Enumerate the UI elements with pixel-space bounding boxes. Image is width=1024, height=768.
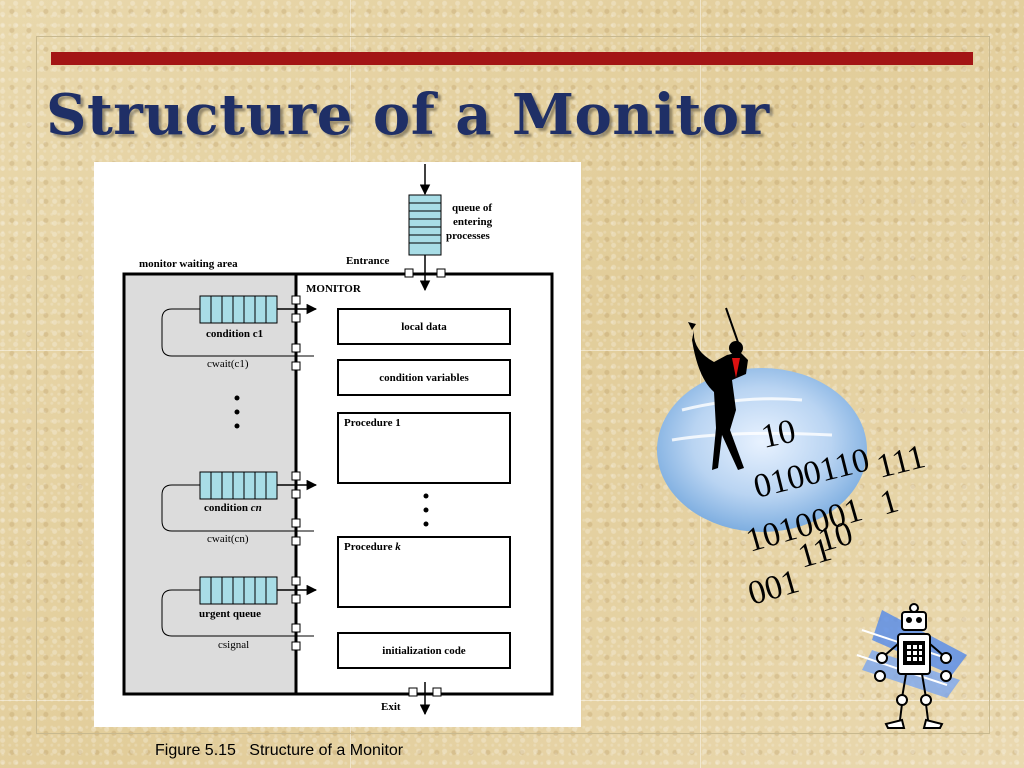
queue-entering-line2: entering: [453, 216, 493, 228]
robot-figure: [874, 603, 952, 729]
slide-frame: [36, 36, 990, 734]
monitor-waiting-area-label: monitor waiting area: [139, 258, 238, 270]
slide-title: Structure of a Monitor: [46, 82, 770, 148]
cwait-cn-label: cwait(cn): [207, 533, 249, 545]
robot-illustration: [856, 603, 967, 729]
entering-queue: [408, 194, 442, 256]
condition-variables-label: condition variables: [379, 372, 469, 384]
local-data-label: local data: [401, 321, 447, 333]
urgent-queue: [199, 576, 278, 605]
monitor-structure-figure: monitor waiting area Entrance MONITOR qu…: [94, 162, 581, 727]
robot-clipart: [842, 600, 974, 732]
initialization-code-box: [337, 632, 511, 669]
outer-monitor-box: [122, 272, 554, 696]
condition-cn-loop: [161, 484, 314, 532]
figure-caption: Figure 5.15 Structure of a Monitor: [155, 742, 404, 759]
conductor-illustration: 10 0100110 111 1010001 1 10 001 11: [657, 307, 929, 613]
initialization-code-label: initialization code: [382, 645, 466, 657]
procedure-k-label: Procedure k: [344, 541, 401, 553]
procedure-1-label: Procedure 1: [344, 417, 401, 429]
conductor-figure: [688, 307, 748, 470]
binary-line: 001: [744, 563, 803, 610]
exit-gate: [408, 687, 418, 697]
procedure-1-box: [337, 412, 511, 484]
title-accent-bar: [51, 52, 973, 65]
cloud-shape: [657, 368, 867, 532]
binary-line: 1: [876, 482, 903, 522]
queue-entering-line1: queue of: [452, 202, 492, 214]
csignal-label: csignal: [218, 639, 249, 651]
entrance-gate: [404, 268, 414, 278]
exit-label: Exit: [381, 701, 401, 713]
condition-cn-label: condition cn: [204, 502, 262, 514]
urgent-queue-loop: [161, 589, 314, 637]
urgent-queue-label: urgent queue: [199, 608, 261, 620]
condition-c1-loop: [161, 308, 314, 357]
monitor-diagram: monitor waiting area Entrance MONITOR qu…: [122, 164, 554, 716]
entrance-gate: [436, 268, 446, 278]
exit-gate: [432, 687, 442, 697]
conductor-binary-clipart: 10 0100110 111 1010001 1 10 001 11: [652, 300, 952, 613]
binary-line: 111: [873, 438, 929, 486]
condition-c1-queue: [199, 295, 278, 324]
local-data-box: [337, 308, 511, 345]
monitor-label: MONITOR: [306, 283, 362, 295]
condition-variables-box: [337, 359, 511, 396]
condition-cn-queue: [199, 471, 278, 500]
condition-c1-label: condition c1: [206, 328, 263, 340]
entrance-label: Entrance: [346, 255, 390, 267]
queue-entering-line3: processes: [446, 230, 491, 242]
cwait-c1-label: cwait(c1): [207, 358, 249, 370]
binary-line: 10: [758, 413, 799, 456]
procedure-k-box: [337, 536, 511, 608]
